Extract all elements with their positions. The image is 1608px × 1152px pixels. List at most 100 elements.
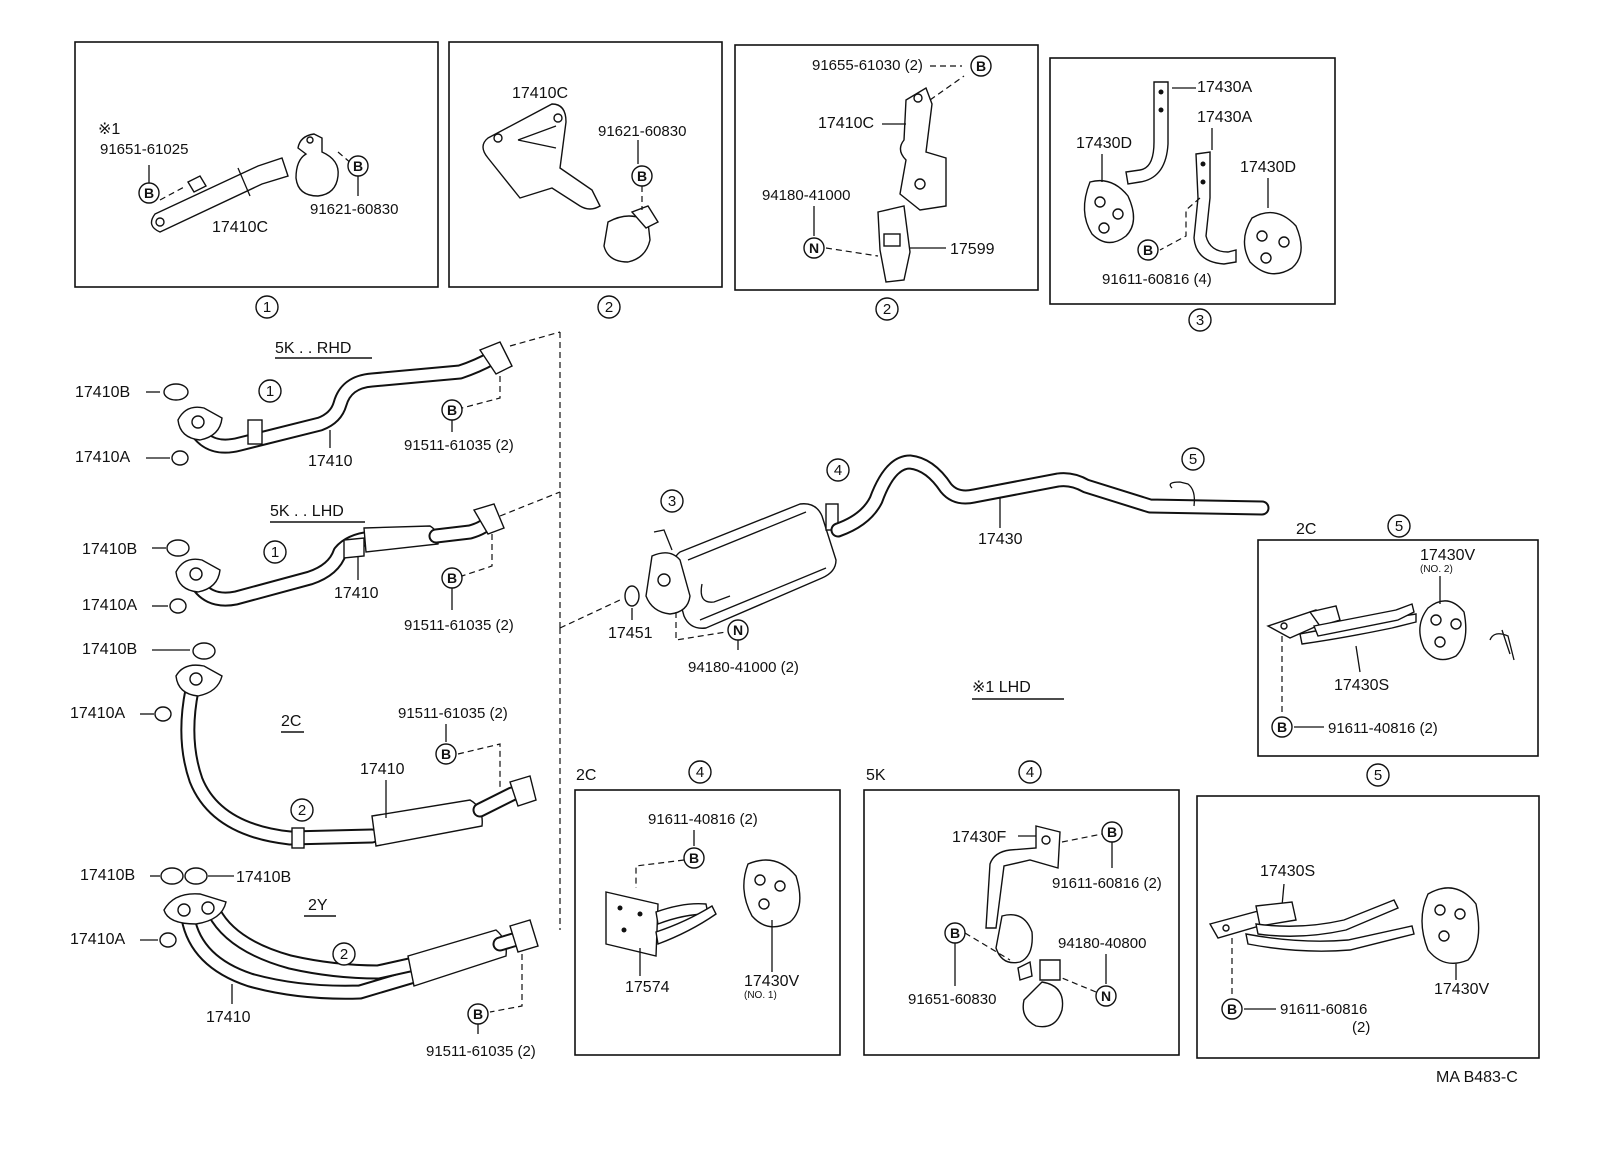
svg-text:B: B: [473, 1006, 483, 1022]
part-number-17410-p2: 17410: [334, 585, 379, 602]
panel-5b-hanger: [1208, 887, 1480, 964]
part-number-17430f: 17430F: [952, 829, 1006, 846]
inset-box-1: [74, 41, 439, 288]
part-number-17430d-2: 17430D: [1240, 159, 1296, 176]
callout-5-p5a: 5: [1387, 514, 1411, 538]
panel-4a-bracket: [605, 859, 801, 957]
svg-text:4: 4: [696, 764, 704, 781]
part-number-17430a-1: 17430A: [1197, 79, 1252, 96]
callout-4-main: 4: [826, 458, 850, 482]
part-number-17451: 17451: [608, 625, 653, 642]
part-number-91651-61025: 91651-61025: [100, 141, 188, 158]
symbol-b-pipe3: B: [435, 743, 457, 765]
part-number-17410b-p1: 17410B: [75, 384, 130, 401]
part-number-91611-40816-p5a: 91611-40816 (2): [1328, 720, 1438, 737]
part-number-17430: 17430: [978, 531, 1023, 548]
svg-text:B: B: [1107, 824, 1117, 840]
svg-text:B: B: [441, 746, 451, 762]
part-number-91655-61030: 91655-61030 (2): [812, 57, 923, 74]
panel-1-bracket: [150, 133, 339, 233]
part-number-91611-60816-p5b: 91611-60816: [1280, 1001, 1367, 1018]
label-5k-p4: 5K: [866, 767, 886, 784]
svg-text:B: B: [1143, 242, 1153, 258]
part-number-17599: 17599: [950, 241, 995, 258]
label-2c-p4: 2C: [576, 767, 596, 784]
svg-text:N: N: [733, 622, 743, 638]
part-number-91611-60816-p3: 91611-60816 (4): [1102, 271, 1212, 288]
part-number-17410a-p2: 17410A: [82, 597, 137, 614]
part-number-91651-60830: 91651-60830: [908, 991, 996, 1008]
svg-text:1: 1: [271, 544, 279, 561]
inset-box-4-5k: [863, 789, 1180, 1056]
part-number-17410b-p3: 17410B: [82, 641, 137, 658]
part-number-91511-61035-p4: 91511-61035 (2): [426, 1043, 536, 1060]
svg-text:B: B: [976, 58, 986, 74]
part-number-17410-p3: 17410: [360, 761, 405, 778]
part-number-17410b-p4a: 17410B: [80, 867, 135, 884]
svg-text:2: 2: [298, 802, 306, 819]
part-number-17574: 17574: [625, 979, 670, 996]
inset-box-2a: [448, 41, 723, 288]
callout-2-top-b: 2: [875, 297, 899, 321]
inset-box-2b: [734, 44, 1039, 291]
svg-text:2: 2: [883, 301, 891, 318]
part-number-17410a-p4: 17410A: [70, 931, 125, 948]
symbol-b-p4b-1: B: [1101, 821, 1123, 843]
callout-5-main: 5: [1181, 447, 1205, 471]
part-number-91511-61035-p3: 91511-61035 (2): [398, 705, 508, 722]
svg-text:3: 3: [1196, 312, 1204, 329]
callout-5-p5a-bottom: 5: [1366, 763, 1390, 787]
part-number-17410-p1: 17410: [308, 453, 353, 470]
label-2y-pipe: 2Y: [308, 897, 328, 914]
part-number-91621-60830-p2a: 91621-60830: [598, 123, 686, 140]
callout-2-top-a: 2: [597, 295, 621, 319]
part-number-91621-60830-p1: 91621-60830: [310, 201, 398, 218]
gasket-17451: [624, 585, 640, 607]
note-no2: (NO. 2): [1420, 564, 1453, 575]
label-5k-lhd: 5K . . LHD: [270, 503, 344, 520]
qty-2-p5b: (2): [1352, 1019, 1370, 1036]
svg-text:2: 2: [340, 946, 348, 963]
label-2c-pipe: 2C: [281, 713, 301, 730]
part-number-17410c-p2a: 17410C: [512, 85, 568, 102]
part-number-17430v-p5b: 17430V: [1434, 981, 1489, 998]
part-number-17410a-p3: 17410A: [70, 705, 125, 722]
part-number-94180-41000-p2b: 94180-41000: [762, 187, 850, 204]
note-no1: (NO. 1): [744, 990, 777, 1001]
inset-box-3: [1049, 57, 1336, 305]
panel-5a-hanger: [1266, 600, 1515, 661]
panel-4b-hanger: [985, 825, 1064, 1028]
callout-3-top: 3: [1188, 308, 1212, 332]
svg-text:B: B: [353, 158, 363, 174]
part-number-94180-40800: 94180-40800: [1058, 935, 1146, 952]
symbol-b-p1b: B: [347, 155, 369, 177]
svg-text:2: 2: [605, 299, 613, 316]
callout-2-pipe4: 2: [332, 942, 356, 966]
svg-text:B: B: [144, 185, 154, 201]
svg-text:N: N: [1101, 988, 1111, 1004]
symbol-b-p3: B: [1137, 239, 1159, 261]
symbol-b-p4a: B: [683, 847, 705, 869]
part-number-17410b-p4b: 17410B: [236, 869, 291, 886]
main-muffler: [645, 503, 839, 629]
part-number-94180-41000-main: 94180-41000 (2): [688, 659, 799, 676]
symbol-b-pipe2: B: [441, 567, 463, 589]
svg-text:B: B: [950, 925, 960, 941]
callout-3-main: 3: [660, 489, 684, 513]
callout-1-top: 1: [255, 295, 279, 319]
svg-text:N: N: [809, 240, 819, 256]
callout-4-p4a: 4: [688, 760, 712, 784]
symbol-b-p2a: B: [631, 165, 653, 187]
part-number-17430s-p5b: 17430S: [1260, 863, 1315, 880]
symbol-b-pipe4: B: [467, 1003, 489, 1025]
note-lhd: ※1 LHD: [972, 679, 1031, 696]
svg-text:5: 5: [1374, 767, 1382, 784]
symbol-n-p2b: N: [803, 237, 825, 259]
part-number-17430v-p4a: 17430V: [744, 973, 799, 990]
inset-box-4-2c: [574, 789, 841, 1056]
part-number-91511-61035-p1: 91511-61035 (2): [404, 437, 514, 454]
part-number-17410a-p1: 17410A: [75, 449, 130, 466]
symbol-b-p5b: B: [1221, 998, 1243, 1020]
pipe-5k-lhd: [175, 503, 505, 607]
part-number-17430s-p5a: 17430S: [1334, 677, 1389, 694]
